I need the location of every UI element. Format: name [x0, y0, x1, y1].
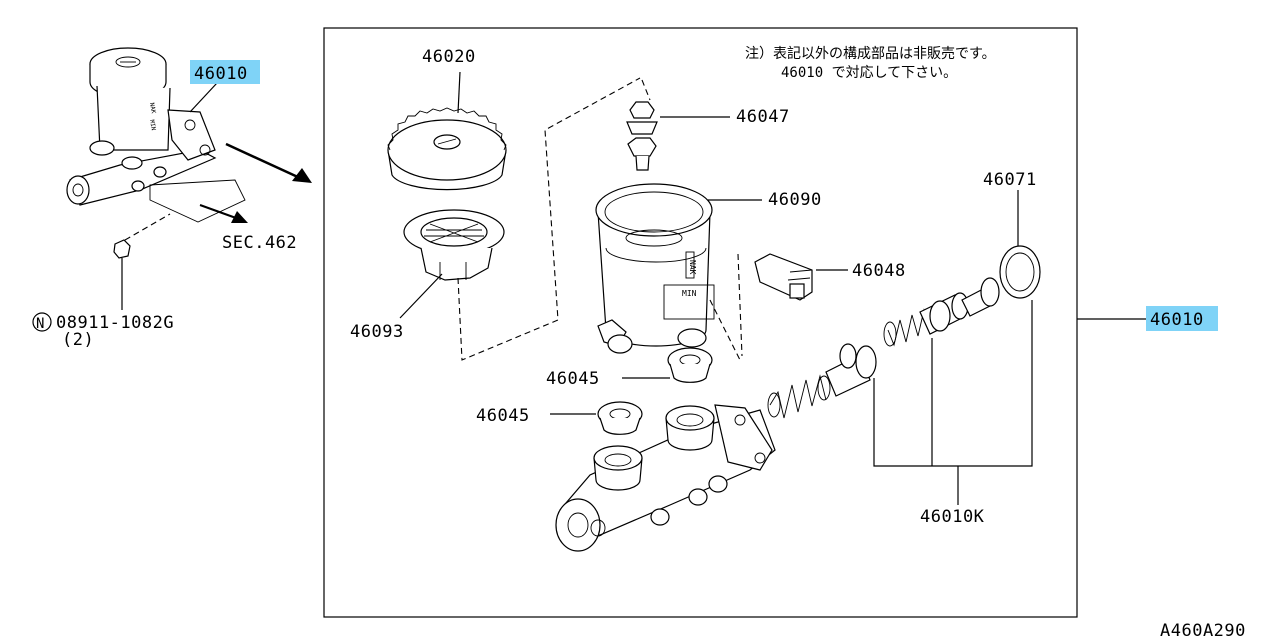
grommet-b-label[interactable]: 46045 — [476, 406, 530, 426]
svg-text:MIN: MIN — [682, 289, 697, 298]
filter-label[interactable]: 46093 — [350, 322, 404, 342]
reservoir-tank-part[interactable]: NAK MIN — [595, 183, 762, 354]
bolt-label[interactable]: 46047 — [736, 107, 790, 127]
nut-part[interactable] — [113, 213, 171, 310]
assembly-callout-right-label[interactable]: 46010 — [1150, 310, 1204, 330]
level-switch-part[interactable] — [737, 253, 848, 357]
overview-assembly[interactable]: NAK MIN — [66, 47, 246, 223]
section-reference-label[interactable]: SEC.462 — [222, 233, 297, 253]
grommet-a-label[interactable]: 46045 — [546, 369, 600, 389]
detail-arrow — [225, 142, 312, 183]
grommet-a-part[interactable] — [622, 347, 713, 383]
assembly-callout-highlight — [190, 60, 260, 84]
nut-symbol-circle — [32, 312, 52, 332]
reservoir-cap-part[interactable] — [387, 71, 507, 191]
nut-quantity: (2) — [62, 330, 94, 350]
diagram-id: A460A290 — [1160, 621, 1246, 640]
cap-label[interactable]: 46020 — [422, 47, 476, 67]
section-arrow — [199, 204, 248, 223]
reservoir-label[interactable]: 46090 — [768, 190, 822, 210]
assembly-link-left — [457, 77, 641, 361]
piston-kit-parts[interactable] — [767, 190, 1041, 505]
note-line-2: 46010 で対応して下さい。 — [781, 65, 957, 81]
note-line-1: 注）表記以外の構成部品は非販売です。 — [745, 45, 996, 62]
assembly-callout-right-highlight — [1146, 306, 1218, 331]
svg-text:MIN: MIN — [148, 119, 157, 131]
grommet-b-part[interactable] — [550, 401, 643, 435]
reservoir-bolt-part[interactable] — [626, 101, 730, 171]
nut-part-number[interactable]: 08911-1082G — [56, 313, 174, 333]
seal-label[interactable]: 46071 — [983, 170, 1037, 190]
svg-text:NAK: NAK — [688, 260, 697, 275]
assembly-callout-label[interactable]: 46010 — [194, 64, 248, 84]
assembly-link-right — [641, 79, 741, 361]
svg-text:NAK: NAK — [148, 102, 157, 114]
cylinder-body-part[interactable] — [555, 404, 776, 552]
kit-label[interactable]: 46010K — [920, 507, 985, 527]
reservoir-filter-part[interactable] — [399, 209, 505, 319]
nut-symbol: N — [36, 316, 44, 332]
detail-frame — [323, 27, 1078, 618]
switch-label[interactable]: 46048 — [852, 261, 906, 281]
